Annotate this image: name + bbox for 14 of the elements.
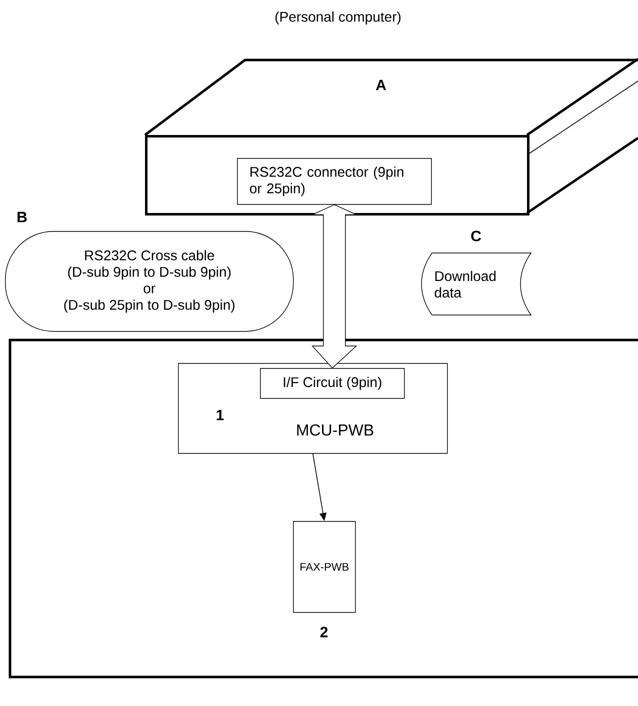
letter-label: 2 bbox=[320, 626, 328, 638]
node-label: RS232C Cross cable bbox=[85, 250, 214, 260]
heading: (Personal computer) bbox=[275, 11, 401, 25]
letter-label: 1 bbox=[216, 410, 224, 420]
node-label: (D-sub 9pin to D-sub 9pin) bbox=[68, 266, 231, 280]
label-box: I/F Circuit (9pin) bbox=[260, 368, 405, 399]
machine-box bbox=[8, 338, 638, 678]
data-tape: Download data bbox=[421, 252, 532, 316]
node-label: (D-sub 25pin to D-sub 9pin) bbox=[64, 300, 234, 313]
letter-label: A bbox=[376, 80, 386, 90]
board-box: FAX-PWB bbox=[293, 521, 356, 613]
letter-label: B bbox=[18, 212, 27, 222]
letter-label: C bbox=[471, 230, 481, 242]
node-label: or bbox=[144, 286, 156, 294]
